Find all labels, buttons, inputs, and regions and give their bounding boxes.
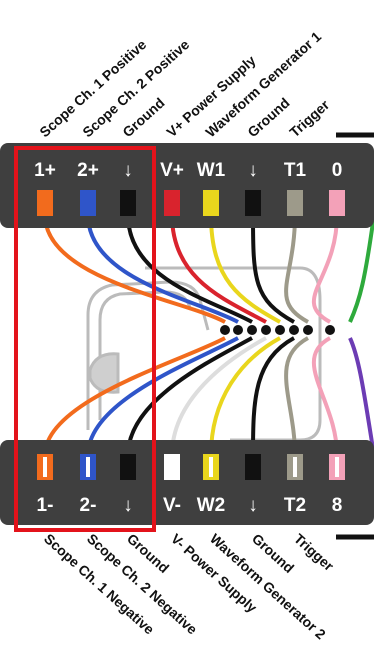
top-wire-scope-ch2 xyxy=(86,214,239,324)
bottom-wire-waveform xyxy=(209,336,281,456)
top-pin-block-ground-1 xyxy=(120,190,136,216)
top-pin-label-scope-ch1: 1+ xyxy=(34,160,56,181)
device-pin-head-waveform xyxy=(275,325,285,335)
bottom-wire-power xyxy=(170,336,267,456)
top-wire-ground-1 xyxy=(126,214,253,324)
bottom-pin-stripe-scope-ch2 xyxy=(86,457,90,477)
top-wire-dio xyxy=(311,214,339,324)
top-pin-label-waveform: W1 xyxy=(197,160,226,181)
top-wire-green xyxy=(348,214,374,323)
top-wire-trigger xyxy=(284,214,309,324)
bottom-pin-stripe-dio xyxy=(335,457,339,477)
top-connector-bar xyxy=(0,143,374,228)
device-pin-head-ground-2 xyxy=(289,325,299,335)
bottom-pin-label-dio: 8 xyxy=(332,495,343,516)
top-pin-block-dio xyxy=(329,190,345,216)
top-pin-label-trigger: T1 xyxy=(284,160,307,181)
top-pin-block-waveform xyxy=(203,190,219,216)
bottom-pin-label-ground-1: ↓ xyxy=(123,495,133,516)
device-pin-head-trigger xyxy=(303,325,313,335)
top-wire-power xyxy=(170,214,267,324)
device-pin-head-ground-1 xyxy=(247,325,257,335)
top-pin-label-ground-2: ↓ xyxy=(248,160,258,181)
bottom-pin-block-ground-2 xyxy=(245,454,261,480)
device-pin-head-scope-ch2 xyxy=(233,325,243,335)
device-pin-head-dio xyxy=(325,325,335,335)
top-pin-label-power: V+ xyxy=(160,160,184,181)
bottom-wire-ground-1 xyxy=(126,336,253,456)
bottom-wire-purple xyxy=(348,337,374,456)
top-pin-block-trigger xyxy=(287,190,303,216)
bottom-wire-trigger xyxy=(284,336,309,456)
bottom-connector-bar xyxy=(0,440,374,525)
bottom-pin-label-scope-ch1: 1- xyxy=(37,495,54,516)
device-pin-head-power xyxy=(261,325,271,335)
top-wire-ground-2 xyxy=(251,214,295,324)
bottom-wire-dio xyxy=(311,336,339,456)
device-pin-head-scope-ch1 xyxy=(220,325,230,335)
bottom-pin-stripe-waveform xyxy=(209,457,213,477)
top-pin-label-scope-ch2: 2+ xyxy=(77,160,99,181)
top-pin-label-ground-1: ↓ xyxy=(123,160,133,181)
bottom-wire-scope-ch2 xyxy=(86,336,239,456)
bottom-pin-label-ground-2: ↓ xyxy=(248,495,258,516)
bottom-pin-block-ground-1 xyxy=(120,454,136,480)
bottom-rotated-label-trigger: Trigger xyxy=(291,530,337,574)
device-outline xyxy=(86,266,322,442)
top-pin-block-power xyxy=(164,190,180,216)
bottom-pin-stripe-power xyxy=(170,457,174,477)
top-rotated-label-trigger: Trigger xyxy=(286,96,332,140)
bottom-pin-stripe-trigger xyxy=(293,457,297,477)
top-wire-scope-ch1 xyxy=(43,214,226,324)
top-pin-label-dio: 0 xyxy=(332,160,343,181)
bottom-pin-label-waveform: W2 xyxy=(197,495,226,516)
bottom-wire-ground-2 xyxy=(251,336,295,456)
top-pin-row: 1+ 2+ ↓ V+ W1 ↓ T1 0 xyxy=(34,160,345,216)
bottom-wire-scope-ch1 xyxy=(43,336,226,456)
bottom-pin-label-power: V- xyxy=(163,495,181,516)
top-pin-block-scope-ch2 xyxy=(80,190,96,216)
bottom-pin-stripe-scope-ch1 xyxy=(43,457,47,477)
bottom-pin-label-scope-ch2: 2- xyxy=(80,495,97,516)
top-pin-block-scope-ch1 xyxy=(37,190,53,216)
scope-highlight-box xyxy=(14,146,156,532)
top-pin-block-ground-2 xyxy=(245,190,261,216)
bottom-pin-row: 1- 2- ↓ V- W2 ↓ T2 8 xyxy=(37,454,345,516)
wires xyxy=(43,214,374,456)
bottom-pin-label-trigger: T2 xyxy=(284,495,306,516)
top-wire-waveform xyxy=(209,214,281,324)
